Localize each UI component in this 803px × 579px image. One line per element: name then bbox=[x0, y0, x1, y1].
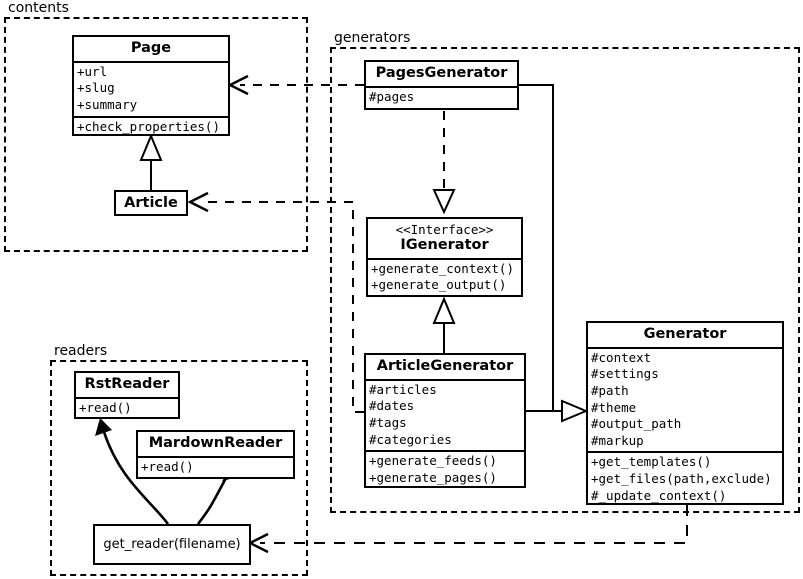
attribute: #categories bbox=[369, 431, 452, 447]
attribute: +summary bbox=[77, 96, 138, 112]
attribute: #dates bbox=[369, 398, 415, 414]
class-generator-attributes: #context #settings #path #theme #output_… bbox=[588, 346, 782, 452]
class-pages-generator-name: PagesGenerator bbox=[375, 65, 508, 81]
class-generator[interactable]: Generator #context #settings #path #them… bbox=[586, 321, 784, 505]
class-article-generator[interactable]: ArticleGenerator #articles #dates #tags … bbox=[364, 353, 526, 488]
attribute: +slug bbox=[77, 80, 115, 96]
operation: +get_templates() bbox=[591, 454, 712, 470]
package-contents-label: contents bbox=[6, 0, 71, 16]
class-page[interactable]: Page +url +slug +summary +check_properti… bbox=[72, 35, 230, 136]
class-article-name: Article bbox=[124, 194, 178, 211]
class-mardown-reader[interactable]: MardownReader +read() bbox=[136, 430, 295, 479]
package-readers-label: readers bbox=[52, 343, 110, 359]
class-mardown-reader-operations: +read() bbox=[138, 455, 293, 478]
attribute: +url bbox=[77, 63, 108, 79]
package-generators-label: generators bbox=[332, 30, 413, 46]
attribute: #output_path bbox=[591, 416, 682, 432]
class-generator-name: Generator bbox=[643, 326, 727, 342]
operation: +get_files(path,exclude) bbox=[591, 471, 772, 487]
operation: +generate_feeds() bbox=[369, 453, 497, 469]
function-get-reader[interactable]: get_reader(filename) bbox=[93, 524, 251, 565]
package-generators bbox=[330, 47, 800, 513]
class-generator-operations: +get_templates() +get_files(path,exclude… bbox=[588, 451, 782, 506]
attribute: #theme bbox=[591, 399, 637, 415]
class-page-attributes: +url +slug +summary bbox=[74, 60, 228, 116]
attribute: #context bbox=[591, 349, 652, 365]
package-readers bbox=[50, 360, 308, 576]
class-page-name: Page bbox=[130, 40, 172, 56]
class-article-generator-name: ArticleGenerator bbox=[376, 358, 514, 374]
class-article[interactable]: Article bbox=[114, 190, 188, 216]
operation: +generate_output() bbox=[371, 277, 507, 293]
class-article-generator-operations: +generate_feeds() +generate_pages() bbox=[366, 450, 524, 488]
class-igenerator[interactable]: <<Interface>> IGenerator +generate_conte… bbox=[366, 217, 523, 297]
attribute: #tags bbox=[369, 414, 407, 430]
class-rst-reader[interactable]: RstReader +read() bbox=[74, 371, 180, 419]
class-pages-generator-attributes: #pages bbox=[366, 85, 517, 108]
operation: +check_properties() bbox=[77, 118, 220, 134]
class-mardown-reader-name: MardownReader bbox=[148, 435, 283, 451]
operation: +generate_pages() bbox=[369, 469, 497, 485]
class-pages-generator[interactable]: PagesGenerator #pages bbox=[364, 60, 519, 110]
attribute: #markup bbox=[591, 432, 644, 448]
class-igenerator-stereotype: <<Interface>> bbox=[395, 222, 494, 237]
package-contents bbox=[4, 17, 308, 252]
attribute: #pages bbox=[369, 88, 415, 104]
attribute: #path bbox=[591, 382, 629, 398]
function-get-reader-label: get_reader(filename) bbox=[103, 537, 241, 552]
class-igenerator-operations: +generate_context() +generate_output() bbox=[368, 257, 521, 296]
class-article-generator-attributes: #articles #dates #tags #categories bbox=[366, 378, 524, 451]
operation: +read() bbox=[79, 399, 132, 415]
class-rst-reader-operations: +read() bbox=[76, 396, 178, 419]
class-igenerator-name: <<Interface>> IGenerator bbox=[368, 219, 521, 258]
class-rst-reader-name: RstReader bbox=[84, 376, 170, 392]
operation: +read() bbox=[141, 458, 194, 474]
attribute: #settings bbox=[591, 366, 659, 382]
class-page-operations: +check_properties() bbox=[74, 115, 228, 138]
attribute: #articles bbox=[369, 381, 437, 397]
operation: #_update_context() bbox=[591, 487, 727, 503]
class-igenerator-label: IGenerator bbox=[400, 237, 489, 253]
operation: +generate_context() bbox=[371, 260, 514, 276]
